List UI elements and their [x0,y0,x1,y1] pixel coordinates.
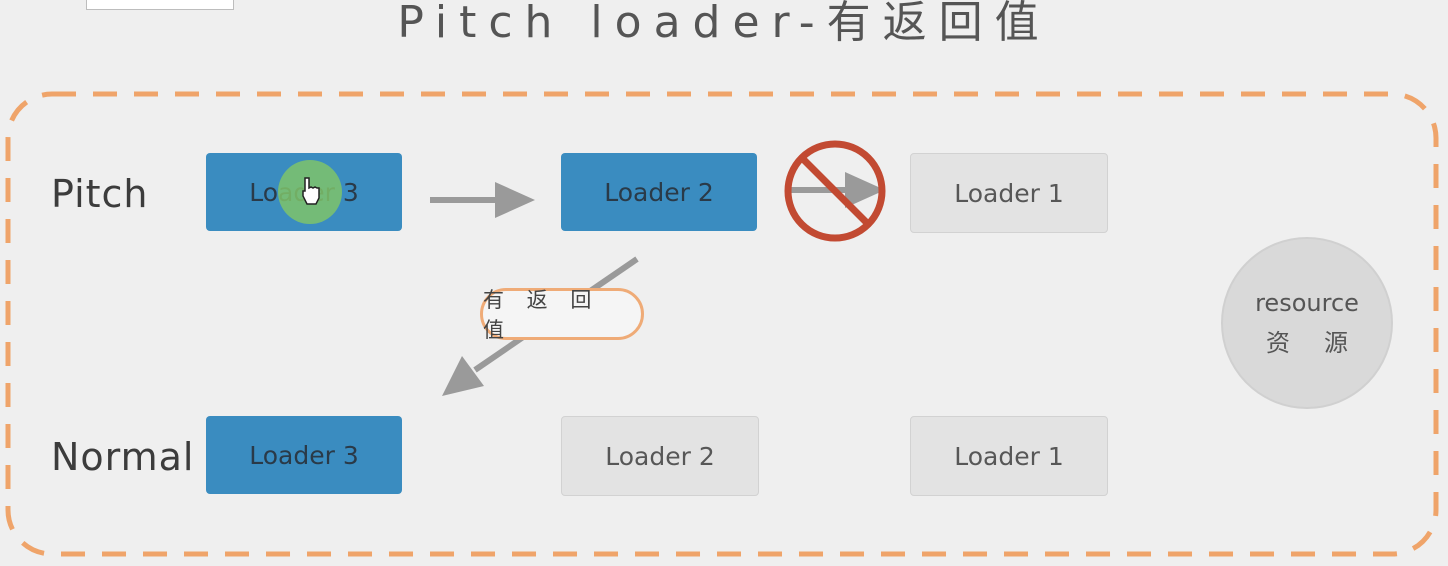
resource-label-en: resource [1255,288,1359,317]
normal-loader-1-label: Loader 1 [954,441,1064,471]
normal-row-label: Normal [51,435,195,479]
arrow-right-1 [430,182,535,218]
resource-label-zh: 资源 [1266,328,1382,357]
normal-loader-2: Loader 2 [561,416,759,496]
diagram-title: Pitch loader-有返回值 [397,0,1051,48]
pitch-row-label: Pitch [51,172,149,216]
dashed-boundary [5,91,1439,557]
normal-loader-1: Loader 1 [910,416,1108,496]
normal-loader-3: Loader 3 [206,416,402,494]
pitch-loader-2-label: Loader 2 [604,177,714,207]
resource-node: resource 资源 [1221,237,1393,409]
overlay-chip [86,0,234,10]
arrow-right-blocked [790,172,885,208]
pitch-loader-1-label: Loader 1 [954,178,1064,208]
hand-cursor-icon [302,177,320,205]
pitch-loader-2: Loader 2 [561,153,757,231]
return-value-badge: 有 返 回 值 [480,288,644,342]
pitch-loader-1: Loader 1 [910,153,1108,233]
normal-loader-2-label: Loader 2 [605,441,715,471]
normal-loader-3-label: Loader 3 [249,440,359,470]
return-value-label: 有 返 回 值 [483,288,600,342]
prohibit-icon [784,140,886,242]
